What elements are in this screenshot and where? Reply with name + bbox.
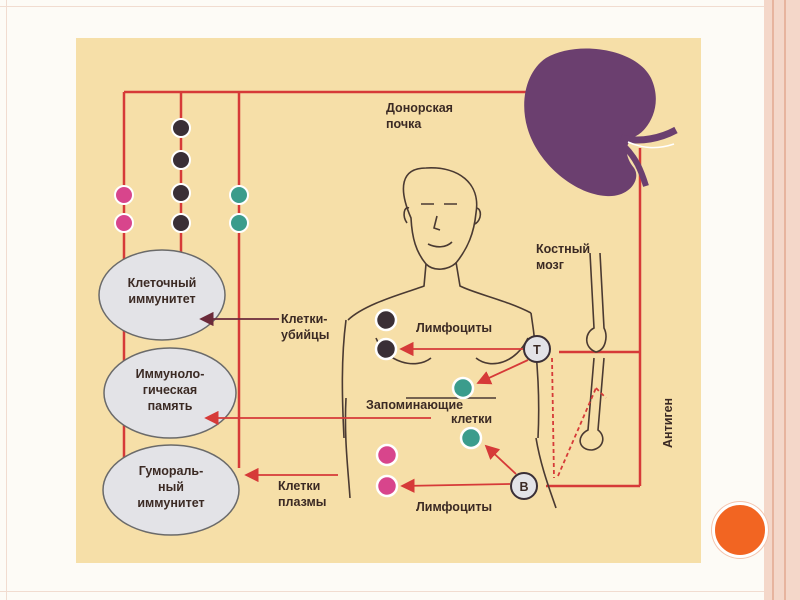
cell-column-markers [114,118,249,233]
slide-border-bottom [0,591,770,592]
arrows [204,341,607,493]
antigen-label: Антиген [661,398,675,448]
slide-accent-dot [712,502,768,558]
body-cells [374,308,483,498]
killer-cells-label-2: убийцы [281,328,329,342]
slide-border-right [764,0,800,600]
slide-border-left [6,0,7,600]
memory-cells-label-2: клетки [451,412,492,426]
svg-text:Клеточный: Клеточный [128,276,197,290]
bone-marrow-icon [579,252,607,451]
humoral-immunity-circle: Гумораль- ный иммунитет [102,444,240,536]
t-lymphocyte: T [523,335,551,363]
immunological-memory-circle: Иммуноло- гическая память [103,347,237,439]
donor-kidney-label: Донорская [386,101,453,115]
plasma-cells-label-2: плазмы [278,495,326,509]
donor-kidney-label-2: почка [386,117,422,131]
slide-border-top [0,6,770,7]
bone-marrow-label-2: мозг [536,258,564,272]
lymphocytes-top-label: Лимфоциты [416,321,492,335]
svg-text:ный: ный [158,480,184,494]
lymphocytes-bottom-label: Лимфоциты [416,500,492,514]
svg-text:иммунитет: иммунитет [128,292,195,306]
donor-kidney-icon [524,48,678,197]
svg-text:T: T [533,343,541,357]
svg-text:иммунитет: иммунитет [137,496,204,510]
plasma-cells-label: Клетки [278,479,320,493]
svg-text:Иммуноло-: Иммуноло- [136,367,205,381]
svg-text:память: память [148,399,193,413]
memory-cells-label: Запоминающие [366,398,463,412]
killer-cells-label: Клетки- [281,312,327,326]
b-lymphocyte: B [510,472,538,500]
bone-marrow-label: Костный [536,242,590,256]
svg-text:B: B [519,480,528,494]
svg-text:Гумораль-: Гумораль- [139,464,204,478]
immune-response-diagram: Клеточный иммунитет Иммуноло- гическая п… [76,38,701,563]
cellular-immunity-circle: Клеточный иммунитет [98,249,226,341]
svg-text:гическая: гическая [143,383,197,397]
